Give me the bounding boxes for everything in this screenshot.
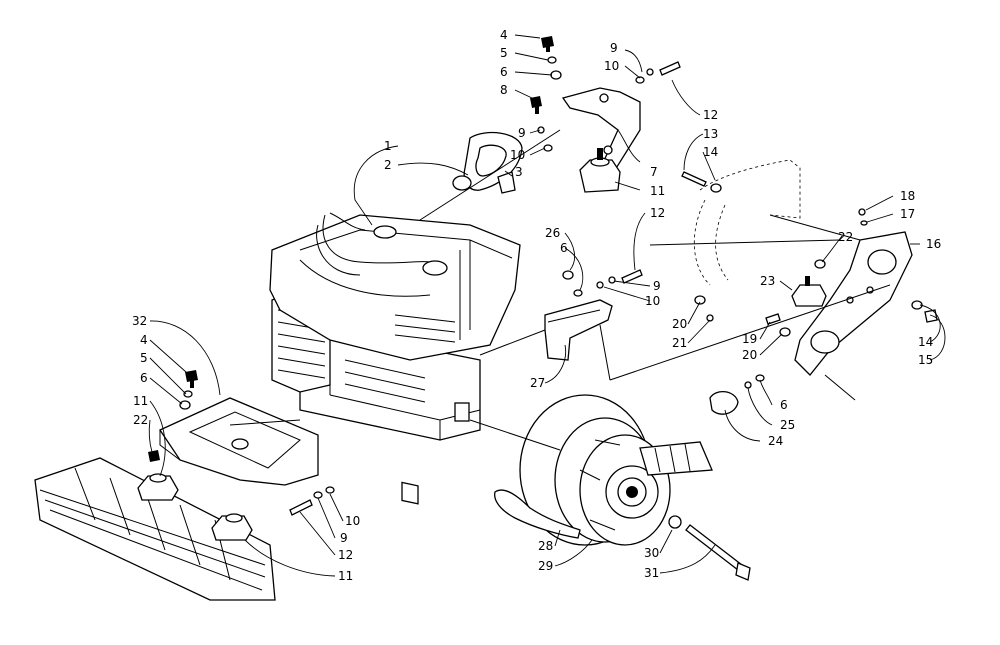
callout-27: 27 xyxy=(530,376,545,390)
callout-18: 18 xyxy=(900,189,915,203)
chaincase-plate xyxy=(709,208,938,415)
engine-assembly xyxy=(269,212,521,505)
callout-23: 23 xyxy=(760,274,775,288)
callout-5: 5 xyxy=(140,351,148,365)
callout-11: 11 xyxy=(650,184,665,198)
callout-30: 30 xyxy=(644,546,659,560)
callout-9: 9 xyxy=(340,531,348,545)
callout-4: 4 xyxy=(500,28,508,42)
engine-mount-bracket-27 xyxy=(544,269,714,361)
callout-17: 17 xyxy=(900,207,915,221)
callout-20: 20 xyxy=(672,317,687,331)
lower-mount-plate xyxy=(148,370,335,516)
top-engine-mount-bracket xyxy=(530,36,722,193)
callout-3: 3 xyxy=(515,165,523,179)
leader-lines xyxy=(148,34,946,577)
callout-6: 6 xyxy=(500,65,508,79)
callout-19: 19 xyxy=(742,332,757,346)
callout-31: 31 xyxy=(644,566,659,580)
callout-5: 5 xyxy=(500,46,508,60)
callout-6: 6 xyxy=(560,241,568,255)
callout-12: 12 xyxy=(703,108,718,122)
alignment-lines xyxy=(229,129,891,451)
callout-12: 12 xyxy=(338,548,353,562)
callout-15: 15 xyxy=(918,353,933,367)
callout-6: 6 xyxy=(780,398,788,412)
callout-6: 6 xyxy=(140,371,148,385)
callout-16: 16 xyxy=(926,237,941,251)
callout-10: 10 xyxy=(604,59,619,73)
callout-22: 22 xyxy=(838,230,853,244)
callout-14: 14 xyxy=(703,145,718,159)
frame-rails xyxy=(34,457,276,601)
callout-7: 7 xyxy=(650,165,658,179)
callout-32: 32 xyxy=(132,314,147,328)
callout-26: 26 xyxy=(545,226,560,240)
callout-25: 25 xyxy=(780,418,795,432)
callout-10: 10 xyxy=(645,294,660,308)
starter-handle xyxy=(452,131,523,194)
callout-2: 2 xyxy=(384,158,392,172)
callout-13: 13 xyxy=(703,127,718,141)
callout-10: 10 xyxy=(345,514,360,528)
callout-11: 11 xyxy=(133,394,148,408)
callout-21: 21 xyxy=(672,336,687,350)
drive-clutch xyxy=(494,394,751,581)
callout-9: 9 xyxy=(518,126,526,140)
callout-29: 29 xyxy=(538,559,553,573)
callout-labels: 4 5 6 8 9 10 9 10 12 13 14 7 11 12 1 2 3… xyxy=(132,28,941,583)
callout-14: 14 xyxy=(918,335,933,349)
callout-12: 12 xyxy=(650,206,665,220)
callout-8: 8 xyxy=(500,83,508,97)
callout-4: 4 xyxy=(140,333,148,347)
callout-28: 28 xyxy=(538,539,553,553)
callout-9: 9 xyxy=(610,41,618,55)
callout-10: 10 xyxy=(510,148,525,162)
callout-11: 11 xyxy=(338,569,353,583)
callout-24: 24 xyxy=(768,434,783,448)
callout-22: 22 xyxy=(133,413,148,427)
callout-20: 20 xyxy=(742,348,757,362)
guard-arm-outline xyxy=(693,159,801,286)
callout-9: 9 xyxy=(653,279,661,293)
callout-1: 1 xyxy=(384,139,392,153)
